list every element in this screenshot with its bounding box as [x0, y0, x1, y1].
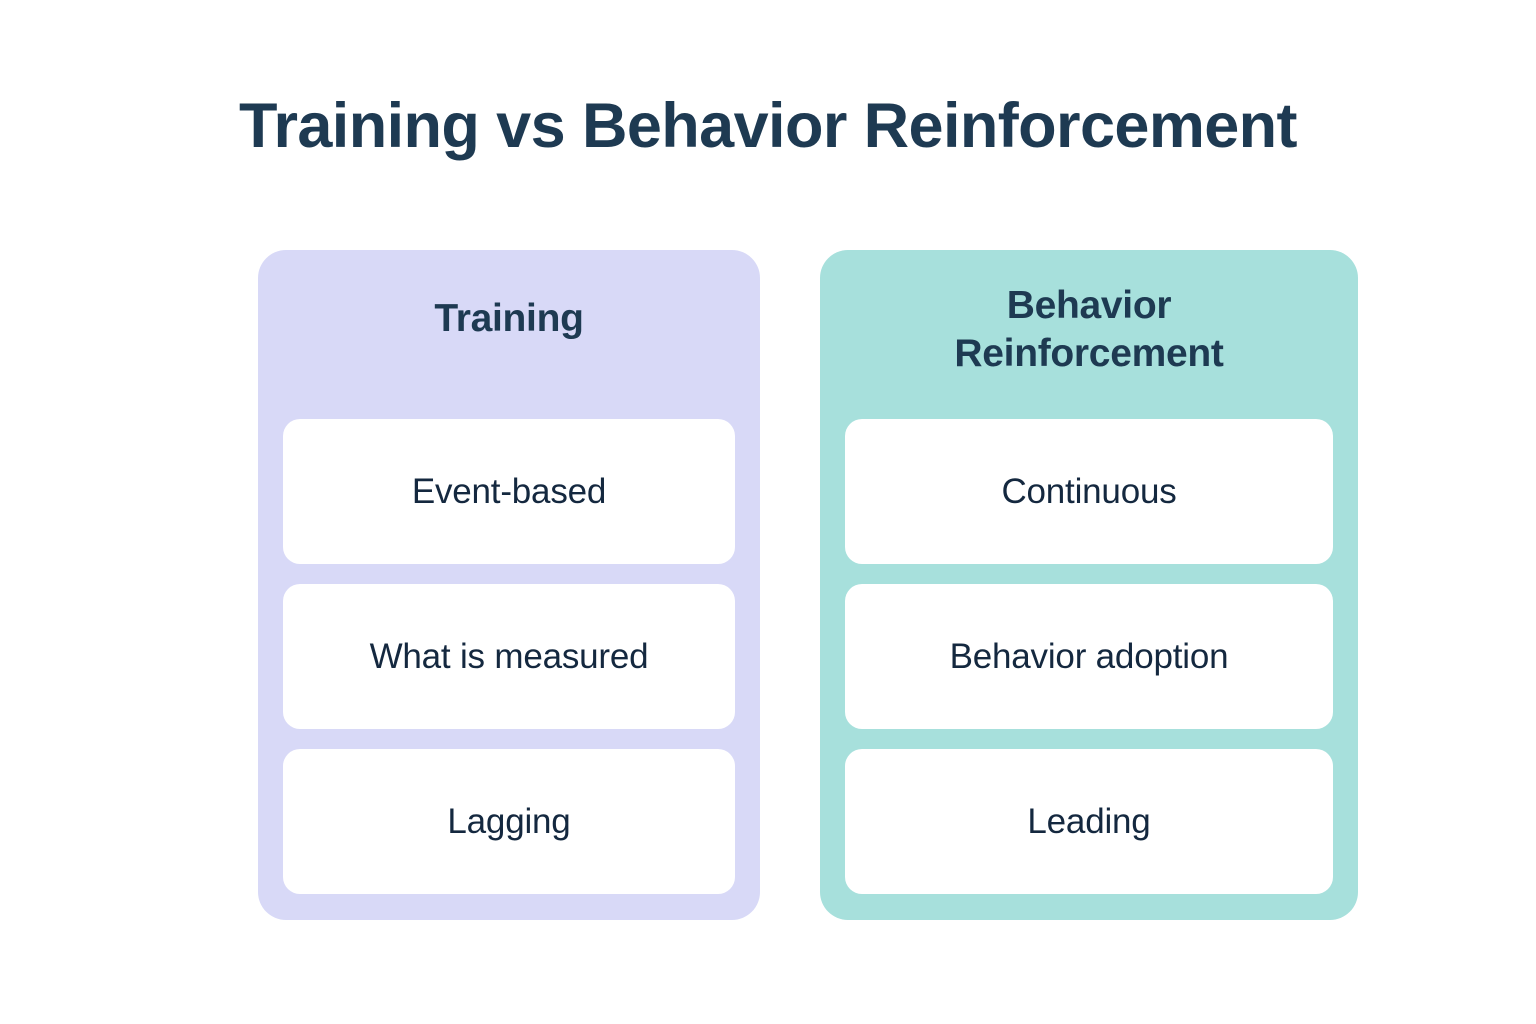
card-behavior-1[interactable]: Continuous [845, 419, 1333, 564]
column-behavior-header-line-1: Behavior [1006, 284, 1172, 327]
column-behavior-reinforcement: Behavior Reinforcement Continuous Behavi… [820, 250, 1358, 920]
card-training-2-label: What is measured [369, 636, 649, 676]
column-behavior-reinforcement-header: Behavior Reinforcement [845, 282, 1333, 377]
column-training-card-stack: Event-based What is measured Lagging [283, 366, 735, 894]
card-behavior-3[interactable]: Leading [845, 749, 1333, 894]
card-behavior-2-label: Behavior adoption [949, 636, 1229, 676]
card-behavior-2[interactable]: Behavior adoption [845, 584, 1333, 729]
card-training-1[interactable]: Event-based [283, 419, 735, 564]
card-training-3-label: Lagging [447, 801, 571, 841]
column-training: Training Event-based What is measured La… [258, 250, 760, 920]
card-behavior-1-label: Continuous [1001, 471, 1177, 511]
comparison-grid: Training Event-based What is measured La… [258, 250, 1358, 920]
column-training-header: Training [434, 297, 584, 340]
page-title: Training vs Behavior Reinforcement [239, 91, 1298, 161]
column-behavior-card-stack: Continuous Behavior adoption Leading [845, 387, 1333, 894]
column-behavior-header-line-2: Reinforcement [954, 331, 1224, 375]
card-training-1-label: Event-based [411, 471, 607, 511]
card-behavior-3-label: Leading [1027, 801, 1151, 841]
card-training-3[interactable]: Lagging [283, 749, 735, 894]
card-training-2[interactable]: What is measured [283, 584, 735, 729]
